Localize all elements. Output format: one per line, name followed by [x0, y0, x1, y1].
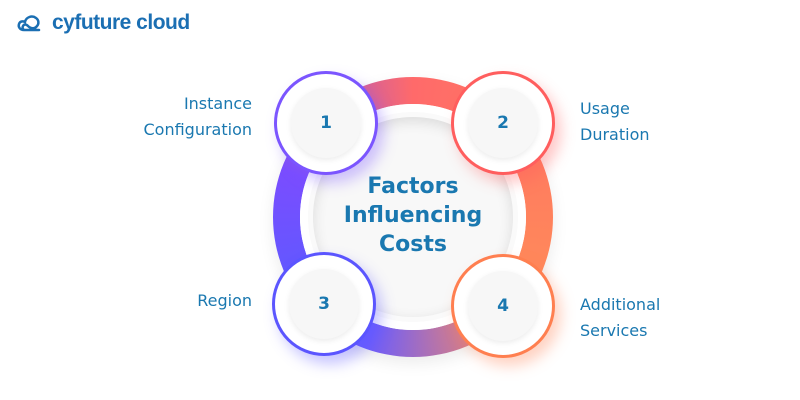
factor-node-1: 1	[274, 71, 378, 175]
title-line: Influencing	[343, 203, 483, 228]
brand-logo: cyfuture cloud	[16, 11, 190, 35]
label-instance-configuration: Instance Configuration	[143, 91, 252, 143]
factor-node-3: 3	[272, 252, 376, 356]
node-number: 2	[468, 88, 538, 158]
label-line: Additional	[580, 295, 661, 314]
node-number: 3	[289, 269, 359, 339]
label-line: Configuration	[143, 120, 252, 139]
brand-name: cyfuture cloud	[52, 11, 190, 34]
label-line: Usage	[580, 99, 630, 118]
label-line: Region	[197, 291, 252, 310]
label-line: Duration	[580, 125, 650, 144]
title-line: Costs	[379, 232, 447, 257]
label-line: Instance	[183, 94, 252, 113]
factor-node-2: 2	[451, 71, 555, 175]
label-region: Region	[197, 288, 252, 314]
title-line: Factors	[367, 174, 459, 199]
label-line: Services	[580, 321, 648, 340]
node-number: 1	[291, 88, 361, 158]
factor-node-4: 4	[451, 254, 555, 358]
label-usage-duration: Usage Duration	[580, 96, 650, 148]
node-number: 4	[468, 271, 538, 341]
cloud-icon	[17, 15, 41, 32]
label-additional-services: Additional Services	[580, 292, 660, 344]
center-title: Factors Influencing Costs	[313, 172, 513, 259]
